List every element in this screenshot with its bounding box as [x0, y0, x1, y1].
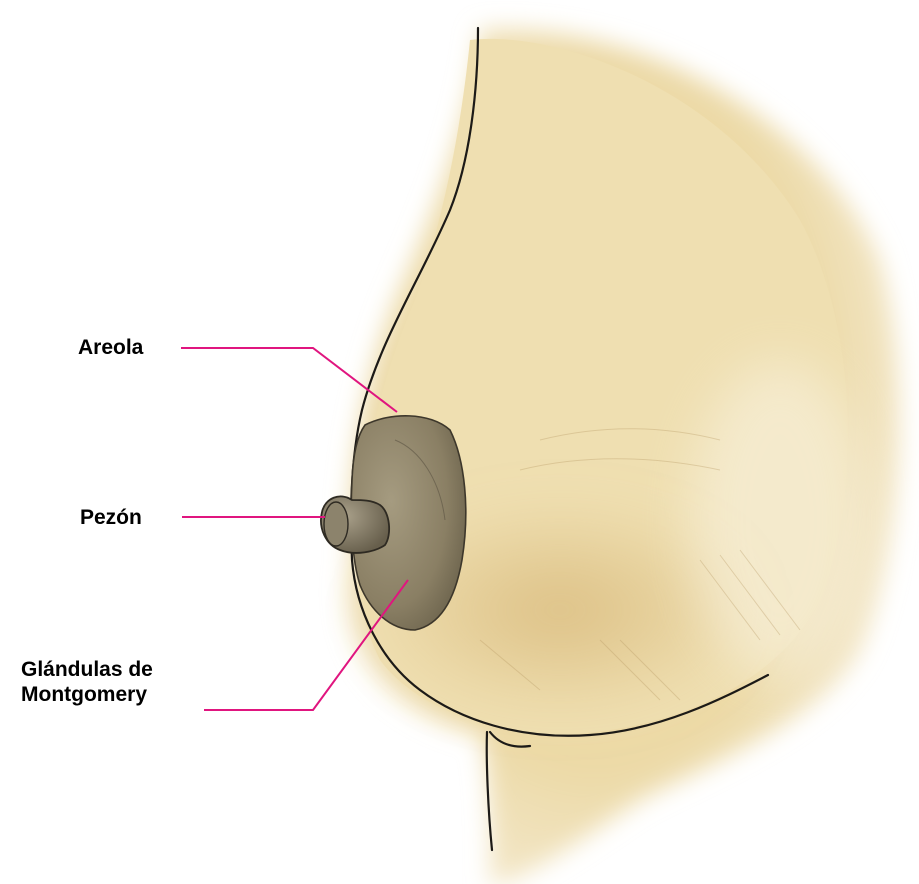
label-areola-text: Areola [78, 335, 143, 360]
label-montgomery-glands: Glándulas de Montgomery [21, 657, 153, 707]
label-pezon-text: Pezón [80, 505, 142, 530]
label-montgomery-line1: Glándulas de [21, 657, 153, 682]
label-montgomery-line2: Montgomery [21, 682, 153, 707]
nipple-shape [321, 496, 389, 553]
label-areola: Areola [78, 335, 143, 360]
label-pezon: Pezón [80, 505, 142, 530]
